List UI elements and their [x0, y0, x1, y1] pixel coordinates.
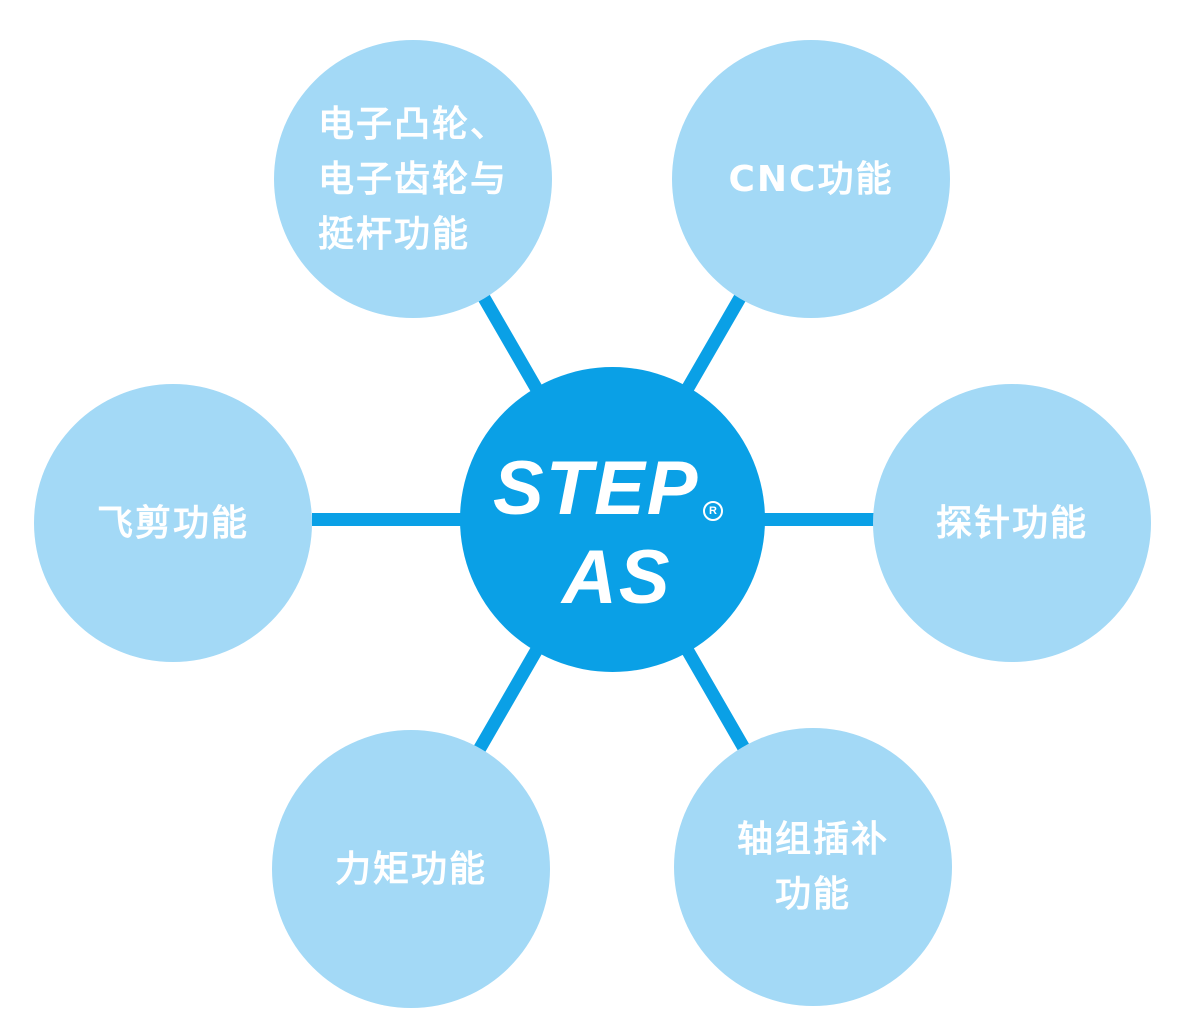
- feature-node-axis-group: 轴组插补 功能: [674, 728, 952, 1006]
- feature-label-cnc: CNC功能: [728, 158, 894, 200]
- feature-node-probe: 探针功能: [873, 384, 1151, 662]
- feature-label-probe: 探针功能: [935, 502, 1088, 544]
- feature-node-flying-shear: 飞剪功能: [34, 384, 312, 662]
- feature-label-cam-gear: 电子凸轮、 电子齿轮与 挺杆功能: [317, 103, 508, 255]
- feature-node-cam-gear: 电子凸轮、 电子齿轮与 挺杆功能: [274, 40, 552, 318]
- logo-step-text: STEP: [493, 446, 700, 531]
- feature-label-flying-shear: 飞剪功能: [96, 502, 249, 544]
- logo-as-text: AS: [562, 535, 672, 620]
- feature-node-torque: 力矩功能: [272, 730, 550, 1008]
- registered-mark-icon: R: [703, 501, 723, 521]
- feature-label-axis-group: 轴组插补 功能: [736, 819, 889, 915]
- feature-label-torque: 力矩功能: [334, 848, 487, 890]
- feature-node-cnc: CNC功能: [672, 40, 950, 318]
